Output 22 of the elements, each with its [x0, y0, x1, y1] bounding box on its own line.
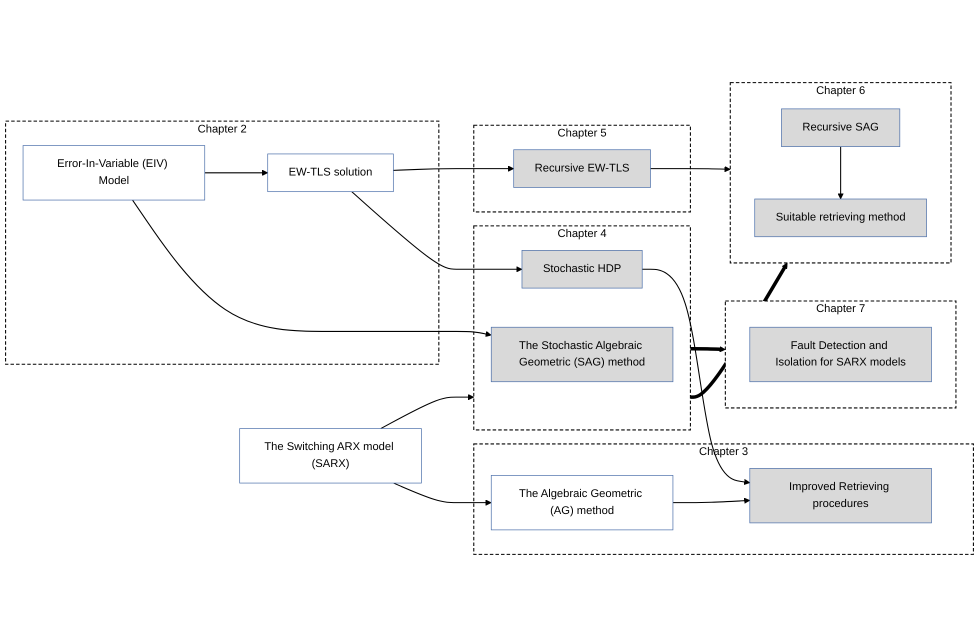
arrow [838, 146, 844, 200]
node-box: Fault Detection and Isolation for SARX models [749, 326, 932, 382]
node-box: Recursive EW-TLS [513, 149, 651, 188]
arrow [690, 346, 726, 352]
arrow [380, 394, 474, 430]
node-box: The Algebraic Geometric (AG) method [490, 475, 674, 530]
node-box: Stochastic HDP [522, 250, 643, 288]
arrow [204, 170, 268, 176]
arrow [642, 268, 750, 485]
node-box: Suitable retrieving method [754, 198, 927, 238]
node-box: The Switching ARX model (SARX) [239, 428, 422, 484]
node-box: Improved Retrieving procedures [749, 468, 932, 524]
arrow [393, 482, 492, 506]
arrow [351, 191, 522, 272]
node-box: The Stochastic Algebraic Geometric (SAG) method [490, 326, 674, 382]
node-box: Error-In-Variable (EIV) Model [22, 145, 206, 200]
node-box: Recursive SAG [781, 108, 900, 147]
arrow [672, 498, 750, 504]
node-box: EW-TLS solution [267, 154, 394, 192]
arrow [132, 200, 492, 337]
arrow [650, 166, 731, 172]
arrow [393, 166, 514, 172]
